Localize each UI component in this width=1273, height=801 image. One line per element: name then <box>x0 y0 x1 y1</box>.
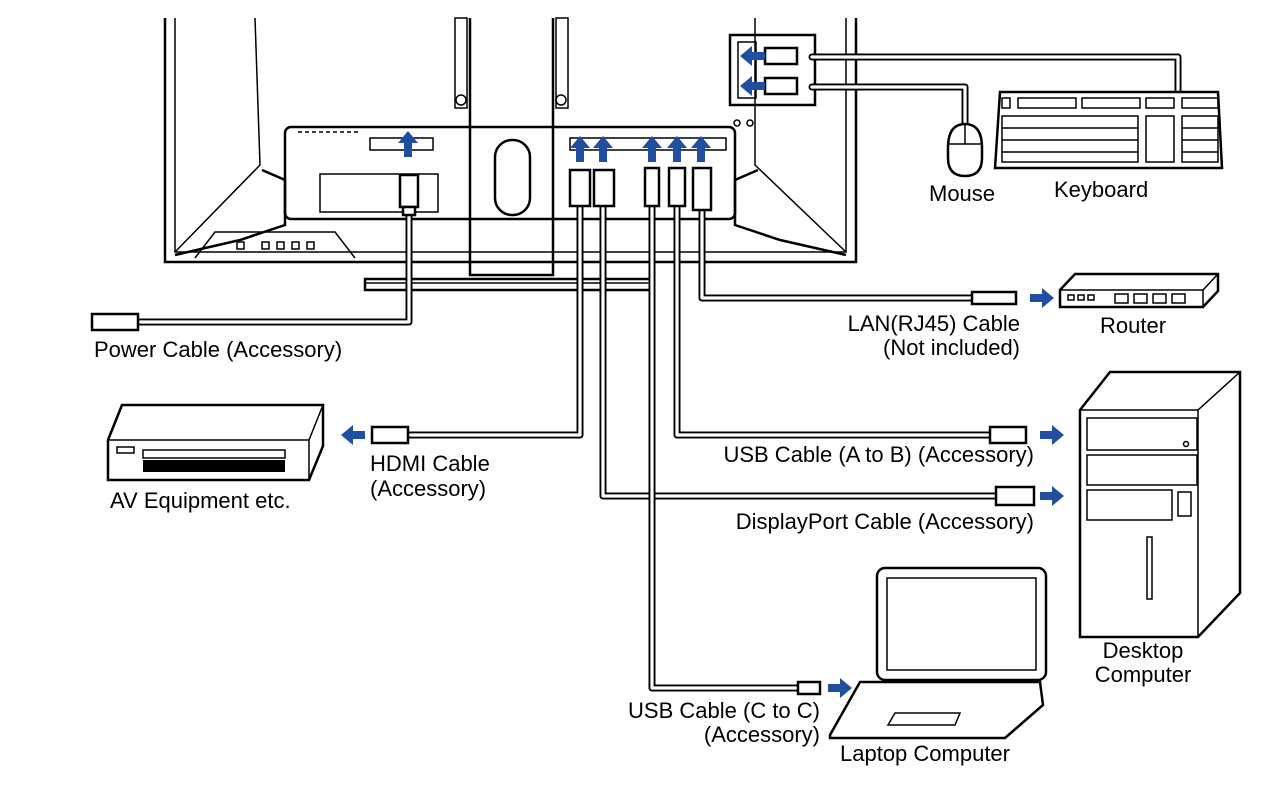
arrow-icon <box>1040 486 1064 506</box>
hdmi-cable-label: HDMI Cable <box>370 451 490 476</box>
arrow-icon <box>740 46 765 66</box>
desktop-label: Desktop <box>1103 638 1184 663</box>
arrow-icon <box>667 136 687 162</box>
dp-cable-label: DisplayPort Cable (Accessory) <box>736 509 1034 534</box>
mouse-icon <box>946 122 984 178</box>
arrow-icon <box>828 678 852 698</box>
desktop-tower-icon <box>1078 370 1242 639</box>
lan-cable-note: (Not included) <box>883 335 1020 360</box>
router-icon <box>1058 272 1220 309</box>
laptop-label: Laptop Computer <box>840 741 1010 766</box>
arrows <box>341 46 1064 698</box>
laptop-icon <box>828 566 1048 740</box>
keyboard-icon <box>993 90 1224 170</box>
lan-cable-label: LAN(RJ45) Cable <box>848 311 1020 336</box>
cables <box>136 53 1182 692</box>
router-label: Router <box>1100 313 1166 338</box>
arrow-icon <box>1030 288 1054 308</box>
arrow-icon <box>398 131 418 157</box>
usb-cc-cable-label: USB Cable (C to C) <box>628 698 820 723</box>
arrow-icon <box>1040 425 1064 445</box>
usb-ab-cable-label: USB Cable (A to B) (Accessory) <box>723 442 1034 467</box>
power-cable-label: Power Cable (Accessory) <box>94 337 342 362</box>
connector-plugs <box>90 46 1036 696</box>
av-equipment-label: AV Equipment etc. <box>110 488 291 513</box>
arrow-icon <box>691 136 711 162</box>
arrow-icon <box>740 76 765 96</box>
labels: Mouse Keyboard Router LAN(RJ45) Cable (N… <box>94 177 1191 766</box>
arrow-icon <box>642 136 662 162</box>
arrow-icon <box>593 136 613 162</box>
hdmi-cable-note: (Accessory) <box>370 476 486 501</box>
desktop-label-2: Computer <box>1095 662 1192 687</box>
mouse-label: Mouse <box>929 181 995 206</box>
arrow-icon <box>341 425 365 445</box>
keyboard-label: Keyboard <box>1054 177 1148 202</box>
av-equipment-icon <box>106 403 325 482</box>
arrow-icon <box>570 136 590 162</box>
usb-cc-cable-note: (Accessory) <box>704 722 820 747</box>
